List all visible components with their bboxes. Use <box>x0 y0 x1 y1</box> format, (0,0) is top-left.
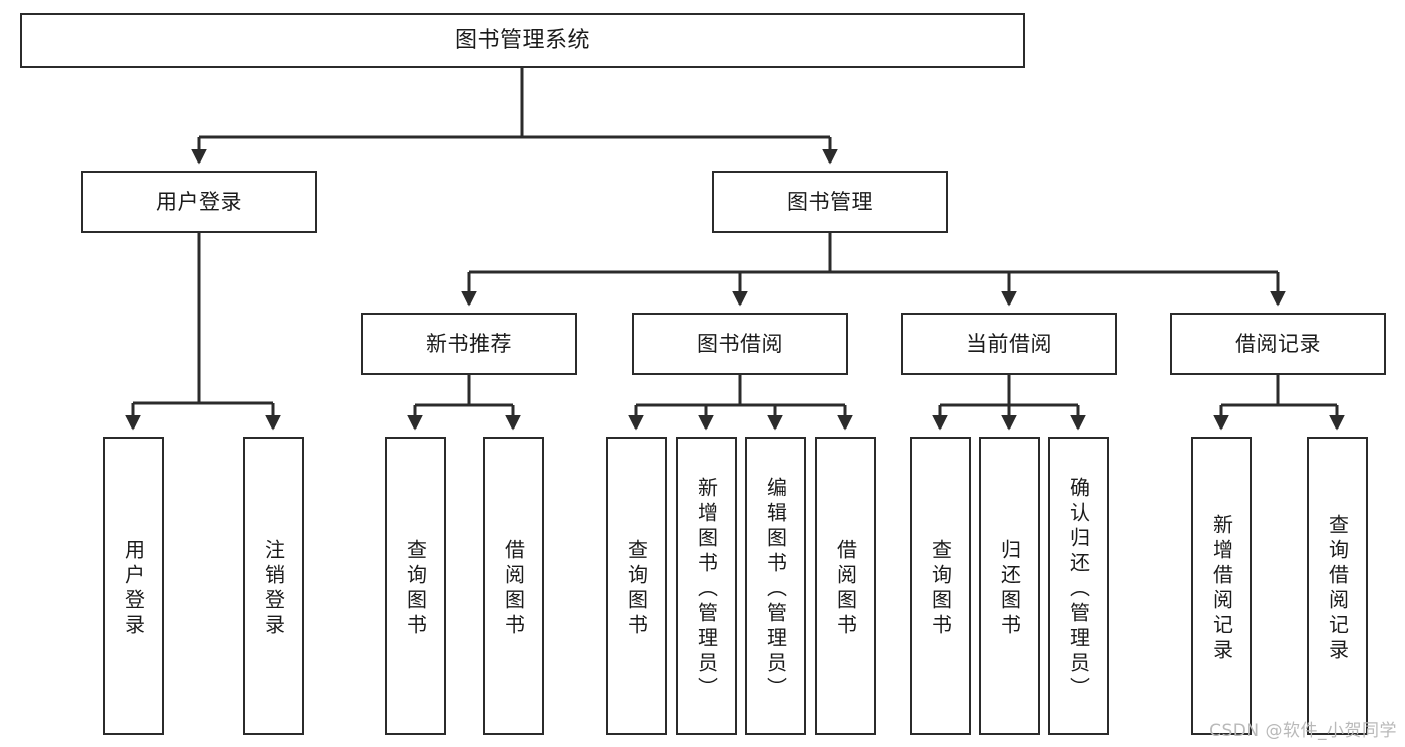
node-label: 归还图书 <box>997 539 1022 639</box>
leaf-borrow-book-recommend[interactable]: 借阅图书 <box>483 437 544 735</box>
leaf-confirm-return-admin[interactable]: 确认归还（管理员） <box>1048 437 1109 735</box>
node-label: 用户登录 <box>156 189 242 214</box>
leaf-edit-book-admin[interactable]: 编辑图书（管理员） <box>745 437 806 735</box>
node-root-system[interactable]: 图书管理系统 <box>20 13 1025 68</box>
leaf-borrow-book[interactable]: 借阅图书 <box>815 437 876 735</box>
node-label: 新书推荐 <box>426 331 512 356</box>
node-label: 图书管理系统 <box>454 27 590 53</box>
leaf-query-borrow-record[interactable]: 查询借阅记录 <box>1307 437 1368 735</box>
node-new-book-recommend[interactable]: 新书推荐 <box>361 313 577 375</box>
leaf-query-book-borrow[interactable]: 查询图书 <box>606 437 667 735</box>
node-label: 新增借阅记录 <box>1209 514 1234 664</box>
node-label: 借阅图书 <box>501 539 526 639</box>
leaf-query-book-current[interactable]: 查询图书 <box>910 437 971 735</box>
node-label: 借阅图书 <box>833 539 858 639</box>
node-current-borrow[interactable]: 当前借阅 <box>901 313 1117 375</box>
node-label: 查询借阅记录 <box>1325 514 1350 664</box>
csdn-watermark: CSDN @软件_小贺同学 <box>1209 721 1397 741</box>
leaf-user-login[interactable]: 用户登录 <box>103 437 164 735</box>
node-label: 编辑图书（管理员） <box>763 476 788 702</box>
node-label: 图书管理 <box>787 189 873 214</box>
node-label: 查询图书 <box>928 539 953 639</box>
node-label: 确认归还（管理员） <box>1066 476 1091 702</box>
leaf-logout[interactable]: 注销登录 <box>243 437 304 735</box>
node-book-management[interactable]: 图书管理 <box>712 171 948 233</box>
node-user-login[interactable]: 用户登录 <box>81 171 317 233</box>
node-label: 新增图书（管理员） <box>694 476 719 702</box>
leaf-add-borrow-record[interactable]: 新增借阅记录 <box>1191 437 1252 735</box>
leaf-return-book[interactable]: 归还图书 <box>979 437 1040 735</box>
node-label: 图书借阅 <box>697 331 783 356</box>
node-label: 用户登录 <box>121 539 146 639</box>
node-label: 注销登录 <box>261 539 286 639</box>
node-borrow-records[interactable]: 借阅记录 <box>1170 313 1386 375</box>
node-label: 借阅记录 <box>1235 331 1321 356</box>
node-label: 当前借阅 <box>966 331 1052 356</box>
node-label: 查询图书 <box>403 539 428 639</box>
leaf-query-book-recommend[interactable]: 查询图书 <box>385 437 446 735</box>
node-label: 查询图书 <box>624 539 649 639</box>
leaf-add-book-admin[interactable]: 新增图书（管理员） <box>676 437 737 735</box>
node-book-borrow[interactable]: 图书借阅 <box>632 313 848 375</box>
